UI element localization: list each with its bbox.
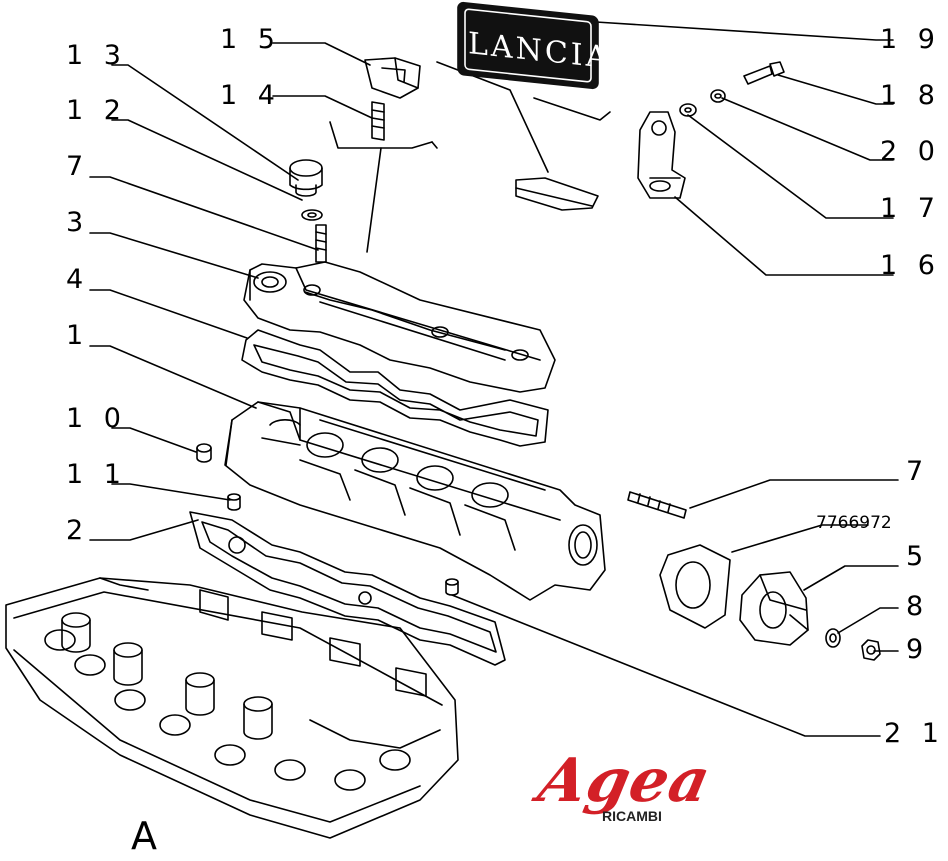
flange-body [739,571,809,646]
callout-10: 1 0 [66,403,127,434]
part-number-label: 7766972 [816,513,892,533]
callout-8: 8 [906,591,930,622]
callout-4: 4 [66,264,90,295]
callout-7-left: 7 [66,151,90,182]
callout-5: 5 [906,541,930,572]
cover-gasket [241,329,549,447]
callout-19: 1 9 [880,24,941,55]
view-label: A [131,814,157,858]
callout-3: 3 [66,207,90,238]
callout-20: 2 0 [880,136,941,167]
oil-cap-assembly [289,159,327,263]
callout-13: 1 3 [66,40,127,71]
callout-21: 2 1 [884,718,945,749]
cylinder-head [5,577,459,839]
callout-1: 1 [66,320,90,351]
breather-bracket [364,57,421,141]
callout-7-right: 7 [906,456,930,487]
callout-18: 1 8 [880,80,941,111]
rocker-cover [243,261,556,393]
logo-subtitle: RICAMBI [602,808,662,824]
callout-12: 1 2 [66,95,127,126]
intake-manifold [224,401,606,601]
logo-name: Agea [532,746,718,816]
small-parts [196,443,459,596]
agea-logo: Agea RICAMBI [533,746,717,836]
callout-14: 1 4 [220,80,281,111]
callout-15: 1 5 [220,24,281,55]
leader-lines [89,21,899,737]
callout-11: 1 1 [66,459,127,490]
callout-2: 2 [66,515,90,546]
washer-nut [825,628,881,661]
callout-17: 1 7 [880,193,941,224]
lift-bracket [637,61,785,199]
stud-right [627,491,687,519]
lancia-badge: LANCIA [457,1,610,211]
manifold-gasket [189,511,506,666]
callout-16: 1 6 [880,250,941,281]
callout-9: 9 [906,634,930,665]
flange-gasket [659,544,731,629]
